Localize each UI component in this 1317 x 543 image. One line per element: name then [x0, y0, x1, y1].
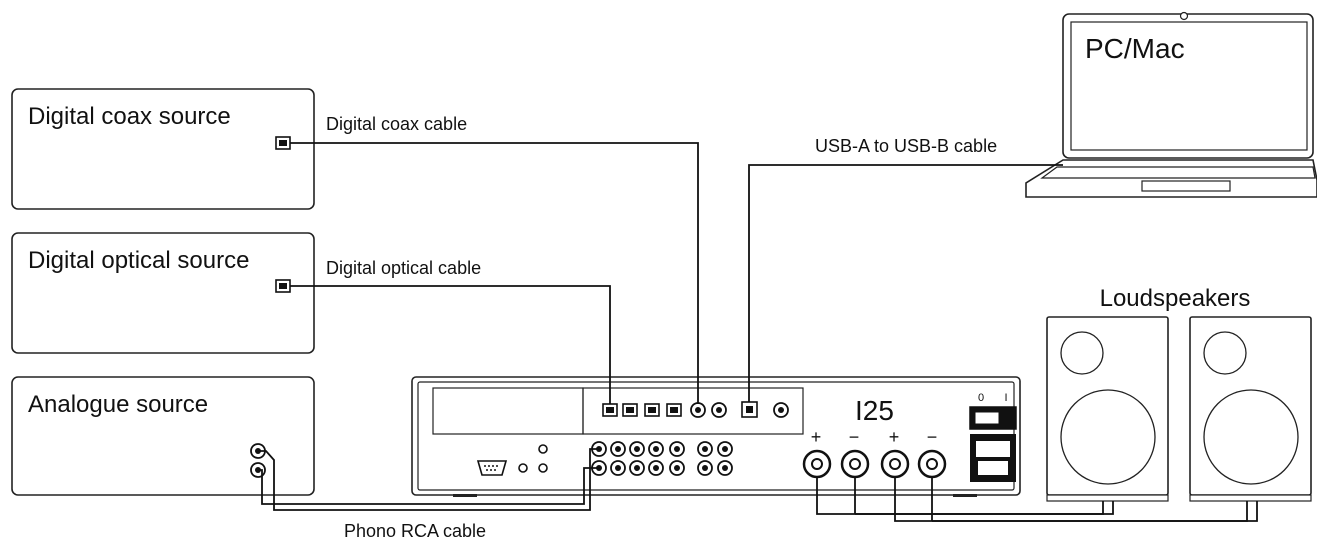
right-loudspeaker: [1189, 316, 1312, 502]
optical-input-jack: [602, 403, 618, 417]
coax-cable-label: Digital coax cable: [326, 114, 467, 134]
usb-cable-label: USB-A to USB-B cable: [815, 136, 997, 156]
tweeter: [1203, 331, 1247, 375]
power-off-label: 0: [978, 392, 984, 404]
tweeter: [1060, 331, 1104, 375]
coax-input-jack: [711, 402, 727, 418]
digital-optical-source: Digital optical source: [11, 232, 315, 354]
left-loudspeaker: [1046, 316, 1169, 502]
phono-cable-label: Phono RCA cable: [344, 521, 486, 541]
power-on-label: I: [1004, 392, 1007, 404]
woofer: [1060, 389, 1156, 485]
optical-output-jack: [275, 279, 291, 293]
coax-input-jack: [690, 402, 706, 418]
digital-input-panel: [602, 401, 789, 418]
rs232-port: [476, 460, 508, 476]
loudspeakers: Loudspeakers: [1046, 285, 1312, 502]
speaker-terminal: [917, 449, 947, 479]
analogue-source: Analogue source: [11, 376, 315, 496]
optical-input-jack: [666, 403, 682, 417]
optical-input-jack: [644, 403, 660, 417]
coax-input-jack: [773, 402, 789, 418]
trigger-jack: [538, 463, 548, 473]
coax-output-jack: [275, 136, 291, 150]
speaker-terminal: [802, 449, 832, 479]
digital-coax-source-label: Digital coax source: [28, 103, 231, 130]
rca-input-grid: [591, 441, 733, 476]
digital-coax-cable: Digital coax cable: [290, 114, 699, 404]
speaker-terminal: [880, 449, 910, 479]
speaker-terminal: [840, 449, 870, 479]
terminal-minus-label: −: [849, 427, 860, 447]
webcam-icon: [1179, 11, 1189, 21]
iec-power-socket: [970, 434, 1016, 482]
loudspeakers-label: Loudspeakers: [1100, 285, 1251, 312]
power-section: 0 I: [969, 392, 1017, 482]
trigger-jack: [518, 463, 528, 473]
digital-optical-source-label: Digital optical source: [28, 247, 249, 274]
terminal-minus-label: −: [927, 427, 938, 447]
trackpad: [1141, 180, 1231, 192]
analogue-source-label: Analogue source: [28, 391, 208, 418]
woofer: [1203, 389, 1299, 485]
power-switch: [969, 406, 1017, 430]
amplifier-foot: [453, 494, 477, 497]
terminal-plus-label: +: [811, 427, 822, 447]
phono-rca-cable: Phono RCA cable: [258, 448, 599, 541]
amplifier-foot: [953, 494, 977, 497]
digital-optical-cable: Digital optical cable: [290, 258, 611, 404]
amplifier-model-label: I25: [855, 395, 894, 426]
usb-cable: USB-A to USB-B cable: [748, 136, 1063, 402]
amplifier-i25: I25 + −: [411, 376, 1021, 497]
trigger-jack: [538, 444, 548, 454]
speaker-cables: [816, 477, 1258, 522]
laptop-pc-mac: PC/Mac: [1025, 11, 1317, 198]
usb-b-input-jack: [741, 401, 758, 418]
terminal-plus-label: +: [889, 427, 900, 447]
optical-input-jack: [622, 403, 638, 417]
speaker-terminals: + − + −: [802, 427, 947, 479]
digital-coax-source: Digital coax source: [11, 88, 315, 210]
optical-cable-label: Digital optical cable: [326, 258, 481, 278]
computer-label: PC/Mac: [1085, 33, 1185, 64]
